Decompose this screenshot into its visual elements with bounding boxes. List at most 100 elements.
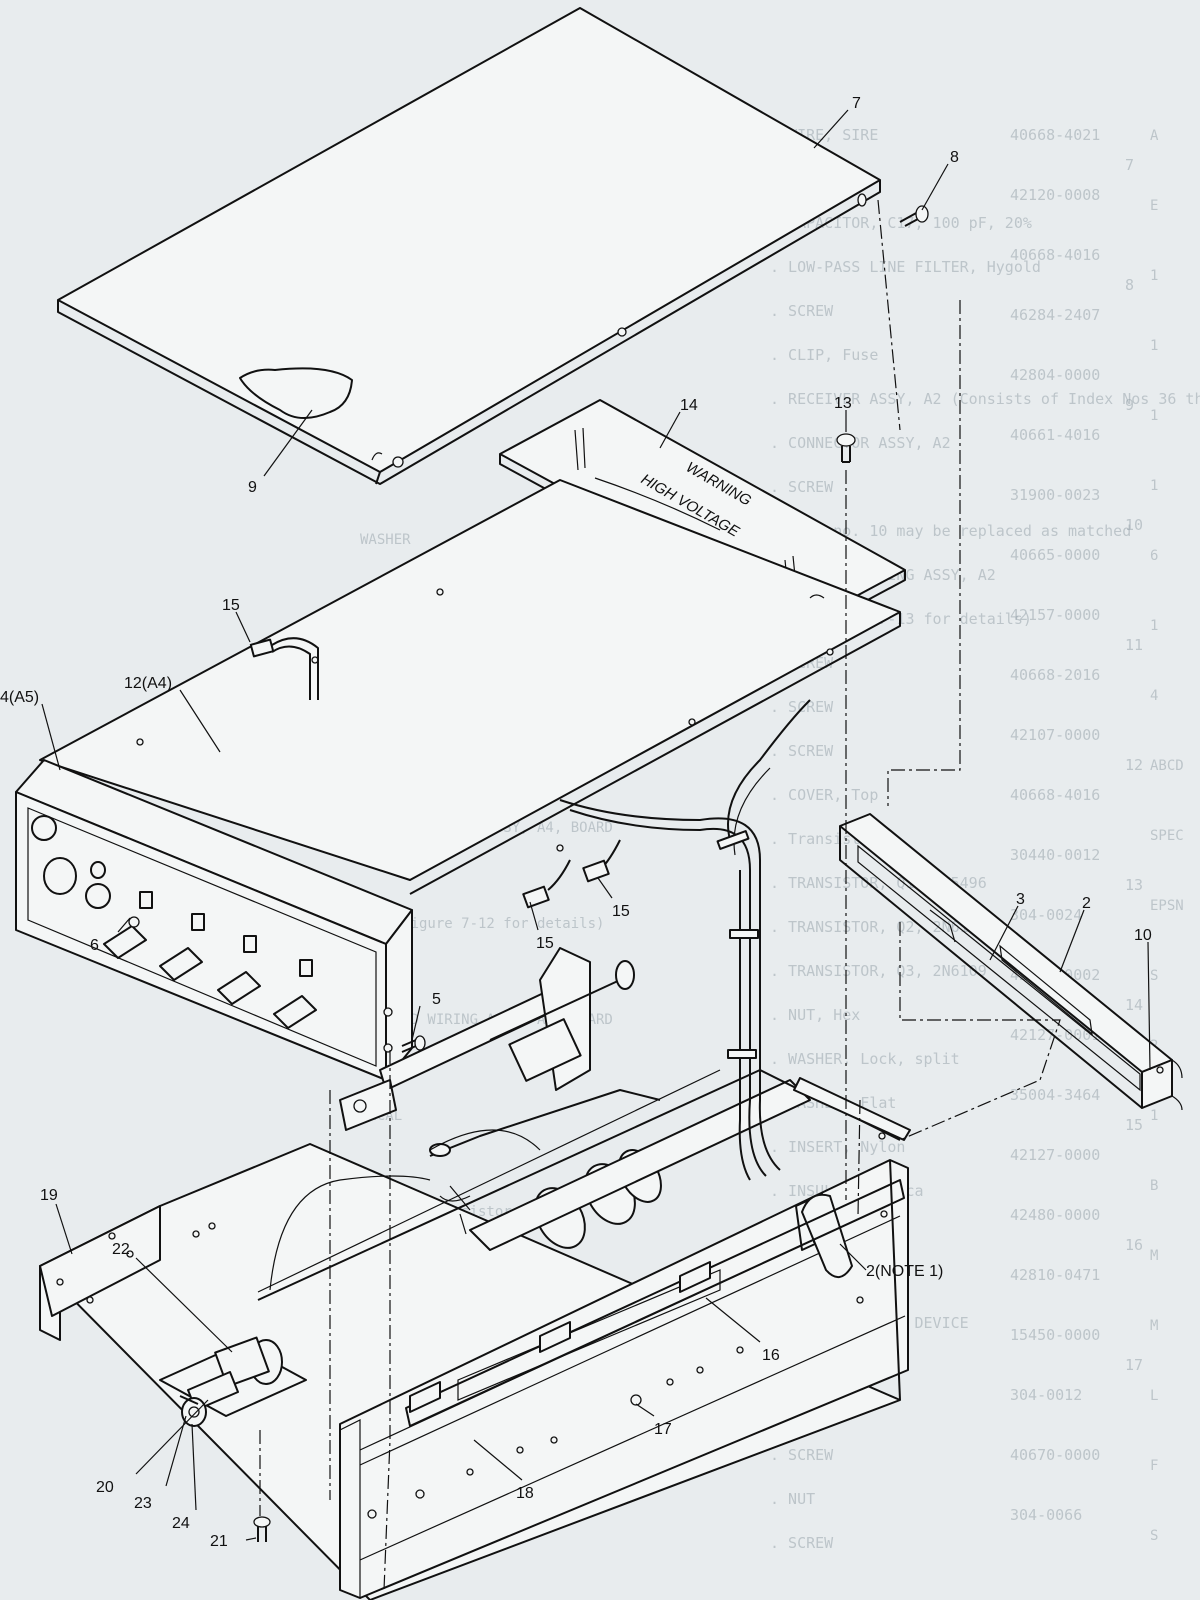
- ghost-list-line-20: . NUT, Hex: [770, 1006, 860, 1024]
- callout-19: 19: [40, 1187, 58, 1204]
- ghost-part-number-10: 42107-0000: [1010, 726, 1100, 744]
- internal-components: [257, 947, 911, 1301]
- ghost-far-line-2: 1: [1150, 268, 1158, 284]
- ghost-list-line-8: . SCREW: [770, 478, 834, 496]
- screw-13: [836, 433, 856, 463]
- ghost-part-number-3: 46284-2407: [1010, 306, 1100, 324]
- ghost-list-line-30: . SCREW: [770, 1446, 834, 1464]
- side-rail-16: [405, 1179, 905, 1427]
- callout-15-top: 15: [222, 597, 240, 614]
- alignment-lines: [259, 199, 1061, 1591]
- ghost-part-number-23: 304-0066: [1010, 1506, 1082, 1524]
- ghost-far-line-14: 1: [1150, 1108, 1158, 1124]
- callout-5: 5: [432, 991, 441, 1008]
- ghost-list-line-23: . INSERT, Nylon: [770, 1138, 905, 1156]
- ghost-part-number-16: 35004-3464: [1010, 1086, 1100, 1104]
- callout-22: 22: [112, 1241, 130, 1258]
- ghost-part-number-21: 304-0012: [1010, 1386, 1082, 1404]
- ghost-parts-list: . WIRE, SIRE. SCREW. CAPACITOR, C17, 100…: [770, 126, 1200, 1552]
- ghost-list-line-21: . WASHER, Lock, split: [770, 1050, 960, 1068]
- slot-adjustment-2: [801, 1193, 853, 1278]
- cable-harness: [547, 699, 811, 1181]
- ghost-index-0: 7: [1125, 156, 1134, 174]
- ghost-list-line-9: Deduct no. 10 may be replaced as matched: [770, 522, 1131, 540]
- ghost-part-number-18: 42480-0000: [1010, 1206, 1100, 1224]
- ghost-list-line-6: . RECEIVER ASSY, A2 (Consists of Index N…: [770, 390, 1200, 408]
- screw-5: [401, 1035, 426, 1053]
- ghost-far-line-20: S: [1150, 1528, 1158, 1544]
- callout-13: 13: [834, 395, 852, 412]
- ghost-far-line-15: B: [1150, 1178, 1158, 1194]
- screw-8: [899, 205, 929, 227]
- ghost-part-number-1: 42120-0008: [1010, 186, 1100, 204]
- ghost-far-line-6: 6: [1150, 548, 1158, 564]
- ghost-index-10: 17: [1125, 1356, 1143, 1374]
- ghost-list-line-4: . SCREW: [770, 302, 834, 320]
- ghost-part-number-4: 42804-0000: [1010, 366, 1100, 384]
- ghost-list-line-18: . TRANSISTOR, Q2, 2N6107: [770, 918, 987, 936]
- ghost-index-9: 16: [1125, 1236, 1143, 1254]
- top-cover: [57, 7, 881, 485]
- ghost-part-number-20: 15450-0000: [1010, 1326, 1100, 1344]
- ghost-list-line-32: . SCREW: [770, 1534, 834, 1552]
- front-panel-a5: [15, 759, 413, 1081]
- callout-12-a4: 12(A4): [124, 675, 172, 692]
- ghost-right-line-4: WASHER: [360, 532, 411, 548]
- ghost-index-6: 13: [1125, 876, 1143, 894]
- ghost-far-line-12: S: [1150, 968, 1158, 984]
- ghost-list-line-5: . CLIP, Fuse: [770, 346, 878, 364]
- ghost-part-number-12: 30440-0012: [1010, 846, 1100, 864]
- ghost-far-line-7: 1: [1150, 618, 1158, 634]
- ghost-far-line-8: 4: [1150, 688, 1158, 704]
- callout-17: 17: [654, 1421, 672, 1438]
- rear-panel: [839, 813, 1183, 1111]
- callout-3: 3: [1016, 891, 1025, 908]
- ghost-far-line-18: L: [1150, 1388, 1158, 1404]
- ghost-far-line-4: 1: [1150, 408, 1158, 424]
- callout-4-a5: 4(A5): [0, 689, 39, 706]
- ghost-part-number-9: 40668-2016: [1010, 666, 1100, 684]
- callout-2-note-1: 2(NOTE 1): [866, 1263, 943, 1280]
- ghost-far-line-0: A: [1150, 128, 1159, 144]
- ghost-far-line-19: F: [1150, 1458, 1158, 1474]
- callout-7: 7: [852, 95, 861, 112]
- ghost-index-2: 9: [1125, 396, 1134, 414]
- ghost-part-number-11: 40668-4016: [1010, 786, 1100, 804]
- ghost-part-number-0: 40668-4021: [1010, 126, 1100, 144]
- callout-24: 24: [172, 1515, 190, 1532]
- ghost-part-number-22: 40670-0000: [1010, 1446, 1100, 1464]
- callout-18: 18: [516, 1485, 534, 1502]
- ghost-far-line-10: SPEC: [1150, 828, 1184, 844]
- ghost-index-8: 15: [1125, 1116, 1143, 1134]
- screw-21: [253, 1516, 271, 1542]
- ghost-far-line-17: M: [1150, 1318, 1158, 1334]
- ghost-part-number-15: 42127-0001: [1010, 1026, 1100, 1044]
- ghost-far-right-column: AE1111614ABCDSPECEPSNS21BMMLFS: [1150, 128, 1184, 1544]
- callout-8: 8: [950, 149, 959, 166]
- ghost-list-line-19: . TRANSISTOR, Q3, 2N6109: [770, 962, 987, 980]
- callout-labels: 7 8 9 14 13 15 12(A4) 4(A5) 6 5 15 15 3 …: [0, 95, 1152, 1550]
- connector-15-top: [249, 637, 319, 700]
- ghost-far-line-11: EPSN: [1150, 898, 1184, 914]
- ghost-far-line-9: ABCD: [1150, 758, 1184, 774]
- ghost-far-line-5: 1: [1150, 478, 1158, 494]
- ghost-list-line-14: . SCREW: [770, 742, 834, 760]
- ghost-index-7: 14: [1125, 996, 1143, 1014]
- callout-21: 21: [210, 1533, 228, 1550]
- callout-15-middle: 15: [536, 935, 554, 952]
- callout-10: 10: [1134, 927, 1152, 944]
- ghost-index-4: 11: [1125, 636, 1143, 654]
- ghost-part-number-13: 304-0024: [1010, 906, 1082, 924]
- ghost-list-line-3: . LOW-PASS LINE FILTER, Hygold: [770, 258, 1041, 276]
- callout-15-right: 15: [612, 903, 630, 920]
- ghost-part-number-19: 42810-0471: [1010, 1266, 1100, 1284]
- ghost-index-3: 10: [1125, 516, 1143, 534]
- ghost-part-number-5: 40661-4016: [1010, 426, 1100, 444]
- ghost-list-line-15: . COVER, Top: [770, 786, 878, 804]
- ghost-part-numbers: 40668-4021 42120-0008 40668-4016 46284-2407…: [1010, 126, 1100, 1524]
- ghost-list-line-7: . CONNECTOR ASSY, A2: [770, 434, 951, 452]
- callout-23: 23: [134, 1495, 152, 1512]
- ghost-list-line-31: . NUT: [770, 1490, 815, 1508]
